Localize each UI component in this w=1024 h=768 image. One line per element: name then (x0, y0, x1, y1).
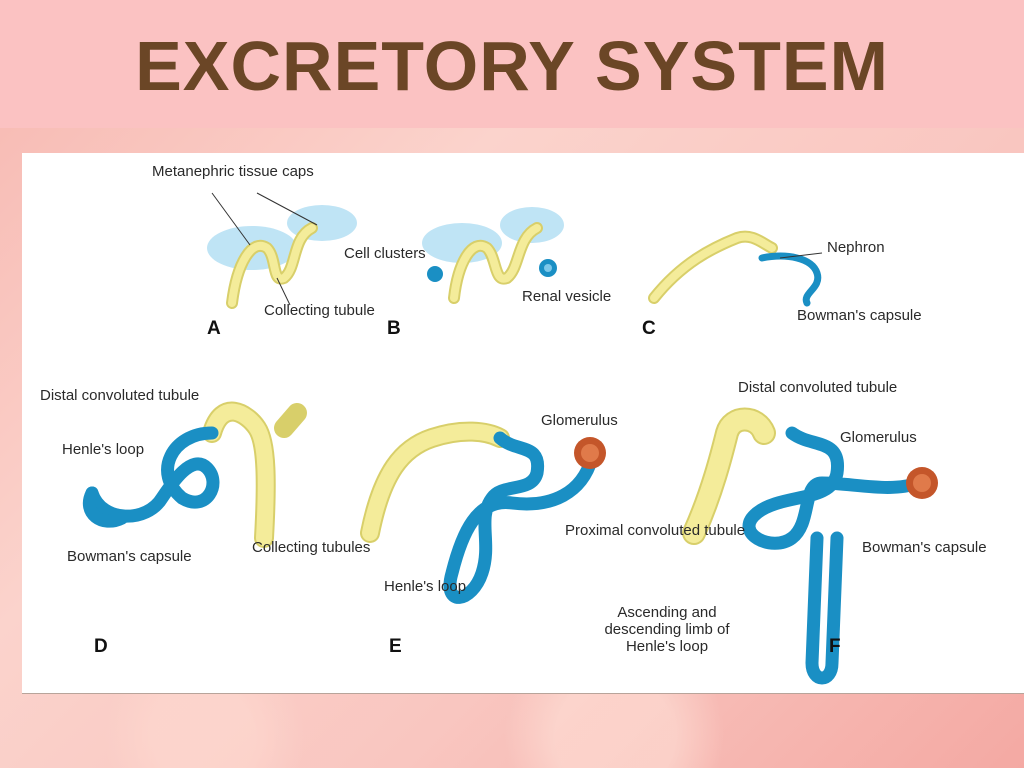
label-proximal: Proximal convoluted tubule (565, 522, 746, 539)
panel-label-f: F (829, 636, 841, 657)
label-bowmans-capsule-f: Bowman's capsule (862, 539, 987, 556)
label-henles-loop-e: Henle's loop (384, 578, 467, 595)
label-glomerulus-e: Glomerulus (541, 412, 618, 429)
label-bowmans-capsule-c: Bowman's capsule (797, 307, 922, 324)
panel-label-a: A (207, 318, 221, 339)
panel-label-d: D (94, 636, 108, 657)
panel-label-c: C (642, 318, 656, 339)
panel-d-art (82, 401, 307, 548)
title-band (0, 0, 1024, 128)
label-distal-d: Distal convoluted tubule (40, 387, 200, 404)
panel-b-art (422, 207, 564, 304)
panel-label-e: E (389, 636, 402, 657)
slide-title: EXCRETORY SYSTEM (135, 27, 889, 105)
nephron-diagram: Metanephric tissue caps Collecting tubul… (22, 153, 1024, 693)
label-glomerulus-f: Glomerulus (840, 429, 917, 446)
diagram-artwork (82, 192, 938, 685)
label-distal-f: Distal convoluted tubule (738, 379, 898, 396)
panel-e-art (360, 421, 606, 604)
label-ascending-descending: Ascending and descending limb of Henle's… (604, 604, 730, 655)
label-henles-loop-d: Henle's loop (62, 441, 145, 458)
panel-label-b: B (387, 318, 401, 339)
panel-bottom-border (22, 693, 1024, 694)
label-metanephric: Metanephric tissue caps (152, 163, 314, 180)
panel-f-art (682, 407, 938, 685)
label-collecting-tubule: Collecting tubule (264, 302, 375, 319)
label-cell-clusters: Cell clusters (344, 245, 426, 262)
panel-c-art (648, 230, 823, 307)
panel-a-art (207, 192, 357, 309)
label-bowmans-capsule-d: Bowman's capsule (67, 548, 192, 565)
label-nephron: Nephron (827, 239, 885, 256)
label-renal-vesicle: Renal vesicle (522, 288, 612, 305)
label-collecting-tubules: Collecting tubules (252, 539, 371, 556)
